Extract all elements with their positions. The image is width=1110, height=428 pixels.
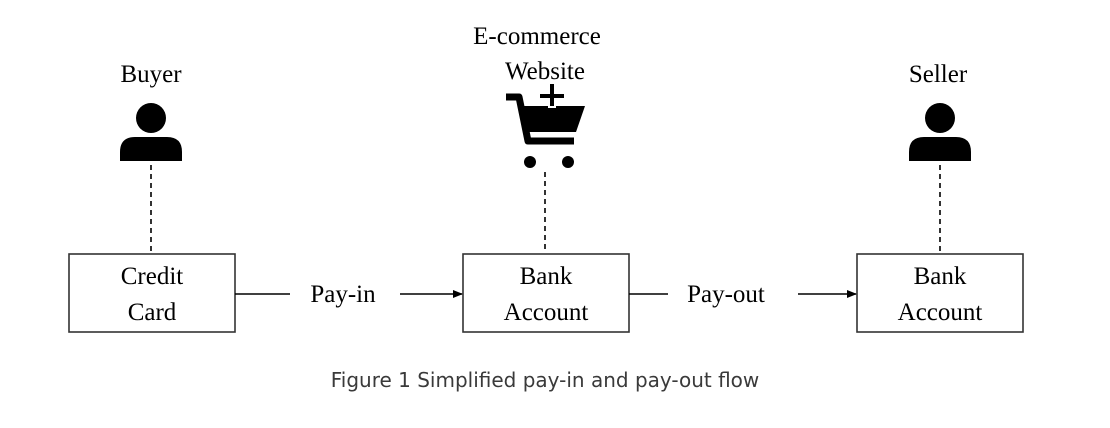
pay-out-arrow: Pay-out (629, 281, 857, 308)
bank-account-2-line1: Bank (914, 263, 967, 290)
bank-account-box-1: Bank Account (462, 253, 630, 333)
credit-card-line2: Card (128, 299, 177, 326)
pay-out-label: Pay-out (687, 281, 765, 308)
bank-account-2-line2: Account (898, 299, 983, 326)
buyer-label: Buyer (120, 61, 182, 88)
cart-plus-icon (506, 83, 585, 168)
figure-caption: Figure 1 Simplified pay-in and pay-out f… (331, 368, 760, 392)
credit-card-box: Credit Card (68, 253, 236, 333)
bank-account-1-line2: Account (504, 299, 589, 326)
bank-account-1-line1: Bank (520, 263, 573, 290)
buyer-person-icon (120, 103, 182, 161)
website-label-line2: Website (505, 58, 585, 85)
seller-label: Seller (909, 61, 968, 88)
bank-account-box-2: Bank Account (856, 253, 1024, 333)
website-label-line1: E-commerce (473, 23, 601, 50)
seller-person-icon (909, 103, 971, 161)
credit-card-line1: Credit (121, 263, 184, 290)
pay-in-arrow: Pay-in (235, 281, 463, 308)
pay-in-label: Pay-in (310, 281, 376, 308)
